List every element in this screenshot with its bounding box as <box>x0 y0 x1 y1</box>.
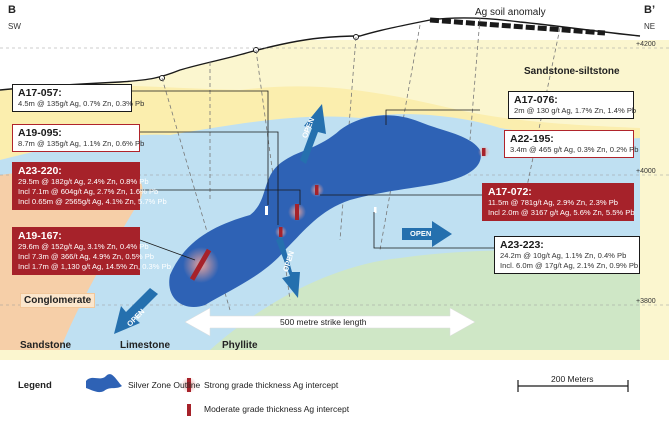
topography-line <box>0 17 641 91</box>
scale-label: 200 Meters <box>551 374 594 384</box>
hole-id: A17-057: <box>18 87 62 99</box>
hole-result: 8.7m @ 135g/t Ag, 1.1% Zn, 0.6% Pb <box>18 139 145 148</box>
silver-zone-legend-icon <box>86 374 122 393</box>
legend-moderate-grade: Moderate grade thickness Ag intercept <box>204 404 350 414</box>
moderate-grade-legend-icon <box>187 404 191 416</box>
hole-box-a17-057: A17-057: 4.5m @ 135g/t Ag, 0.7% Zn, 0.3%… <box>12 84 145 112</box>
hole-result: Incl 1.7m @ 1,130 g/t Ag, 14.5% Zn, 0.3%… <box>18 262 171 271</box>
rock-label-phyllite: Phyllite <box>222 340 258 351</box>
direction-left: SW <box>8 22 21 31</box>
hole-box-a19-095: A19-095: 8.7m @ 135g/t Ag, 1.1% Zn, 0.6%… <box>12 124 145 152</box>
strong-grade-legend-bar <box>187 378 191 392</box>
hole-result: Incl 7.3m @ 366/t Ag, 4.9% Zn, 0.5% Pb <box>18 252 155 261</box>
rock-label-limestone: Limestone <box>120 340 171 351</box>
rock-label-conglomerate: Conglomerate <box>20 293 96 308</box>
hole-result: 24.2m @ 10g/t Ag, 1.1% Zn, 0.4% Pb <box>500 251 627 260</box>
elevation-label: +3800 <box>636 298 656 305</box>
hole-result: 4.5m @ 135g/t Ag, 0.7% Zn, 0.3% Pb <box>18 99 145 108</box>
hole-result: 2m @ 130 g/t Ag, 1.7% Zn, 1.4% Pb <box>514 106 637 115</box>
hole-id: A17-072: <box>488 186 532 198</box>
hole-id: A19-167: <box>18 230 62 242</box>
strong-intercept-a19-167 <box>189 248 212 281</box>
hole-result: 11.5m @ 781g/t Ag, 2.9% Zn, 2.3% Pb <box>488 198 618 207</box>
hole-result: 29.5m @ 182g/t Ag, 2.4% Zn, 0.8% Pb <box>18 177 149 186</box>
silver-zone <box>169 115 481 307</box>
hole-id: A22-195: <box>510 133 554 145</box>
strong-intercept-a17-072 <box>315 185 319 195</box>
open-arrows <box>114 104 452 334</box>
hole-result: 3.4m @ 465 g/t Ag, 0.3% Zn, 0.2% Pb <box>510 145 639 154</box>
moderate-intercept <box>279 227 283 237</box>
hole-id: A17-076: <box>514 94 558 106</box>
leader-lines <box>132 90 494 261</box>
hole-box-a23-220: A23-220: 29.5m @ 182g/t Ag, 2.4% Zn, 0.8… <box>12 162 167 210</box>
hole-result: Incl 7.1m @ 604g/t Ag, 2.7% Zn, 1.6% Pb <box>18 187 159 196</box>
hole-result: Incl. 6.0m @ 17g/t Ag, 2.1% Zn, 0.9% Pb <box>500 261 639 270</box>
rock-label-sandstone-siltstone: Sandstone-siltstone <box>524 66 620 77</box>
hole-box-a22-195: A22-195: 3.4m @ 465 g/t Ag, 0.3% Zn, 0.2… <box>504 130 639 158</box>
hole-box-a19-167: A19-167: 29.6m @ 152g/t Ag, 3.1% Zn, 0.4… <box>12 227 171 275</box>
hole-box-a17-076: A17-076: 2m @ 130 g/t Ag, 1.7% Zn, 1.4% … <box>508 91 637 119</box>
section-right-label: B’ <box>644 4 655 16</box>
direction-right: NE <box>644 22 656 31</box>
anomaly-label: Ag soil anomaly <box>475 7 546 18</box>
hole-id: A23-220: <box>18 165 62 177</box>
hole-box-a23-223: A23-223: 24.2m @ 10g/t Ag, 1.1% Zn, 0.4%… <box>494 236 640 274</box>
strong-intercept-a23-220 <box>295 204 299 220</box>
strike-arrow <box>184 307 476 337</box>
section-left-label: B <box>8 4 16 16</box>
strike-length-label: 500 metre strike length <box>280 317 367 327</box>
legend-silver-zone: Silver Zone Outline <box>128 380 201 390</box>
moderate-intercept <box>374 207 377 213</box>
air-above-surface <box>0 17 669 91</box>
open-label: OPEN <box>410 229 432 238</box>
hole-box-a17-072: A17-072: 11.5m @ 781g/t Ag, 2.9% Zn, 2.3… <box>482 183 635 221</box>
hole-result: Incl 2.0m @ 3167 g/t Ag, 5.6% Zn, 5.5% P… <box>488 208 635 217</box>
legend-strong-grade: Strong grade thickness Ag intercept <box>204 380 339 390</box>
hole-result: 29.6m @ 152g/t Ag, 3.1% Zn, 0.4% Pb <box>18 242 149 251</box>
hole-result: Incl 0.65m @ 2565g/t Ag, 4.1% Zn, 5.7% P… <box>18 197 167 206</box>
hole-id: A23-223: <box>500 239 544 251</box>
rock-label-sandstone: Sandstone <box>20 340 72 351</box>
legend-title: Legend <box>18 380 52 391</box>
strong-intercept-a22-195 <box>482 148 486 156</box>
elevation-label: +4000 <box>636 168 656 175</box>
moderate-intercept <box>265 206 268 215</box>
elevation-label: +4200 <box>636 41 656 48</box>
soil-anomaly-bar <box>429 17 606 36</box>
hole-id: A19-095: <box>18 127 62 139</box>
